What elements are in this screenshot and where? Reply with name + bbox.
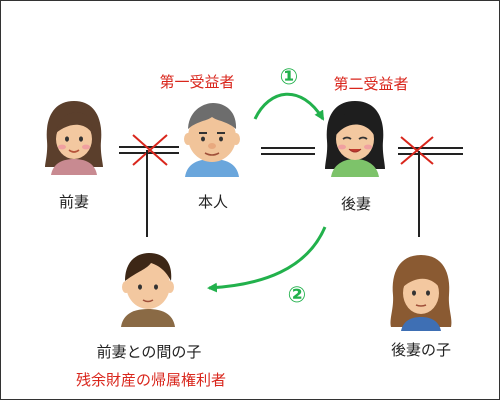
woman-avatar-icon (45, 101, 103, 175)
young-man-avatar-icon (121, 253, 175, 327)
label-second-beneficiary: 第二受益者 (333, 75, 409, 93)
divorce-cross-icon (132, 134, 168, 166)
marriage-line-later (261, 147, 315, 155)
young-woman-avatar-icon (390, 255, 452, 331)
woman-avatar-icon (325, 101, 385, 177)
transfer-arrow-1 (253, 92, 325, 121)
transfer-arrow-2 (207, 226, 327, 293)
marriage-line-former (119, 146, 179, 154)
divorce-cross-icon (400, 136, 434, 165)
step-2-marker: ② (287, 283, 307, 308)
label-former-wife: 前妻 (58, 193, 90, 211)
label-child-later: 後妻の子 (390, 341, 452, 359)
label-first-beneficiary: 第一受益者 (159, 73, 235, 91)
elderly-man-avatar-icon (184, 103, 240, 177)
label-residual-right-holder: 残余財産の帰属権利者 (75, 371, 227, 389)
label-principal: 本人 (197, 193, 229, 211)
label-later-wife: 後妻 (340, 195, 372, 213)
label-child-former: 前妻との間の子 (96, 343, 202, 361)
marriage-line-later-wife-ex (398, 147, 463, 155)
step-1-marker: ① (279, 65, 299, 90)
